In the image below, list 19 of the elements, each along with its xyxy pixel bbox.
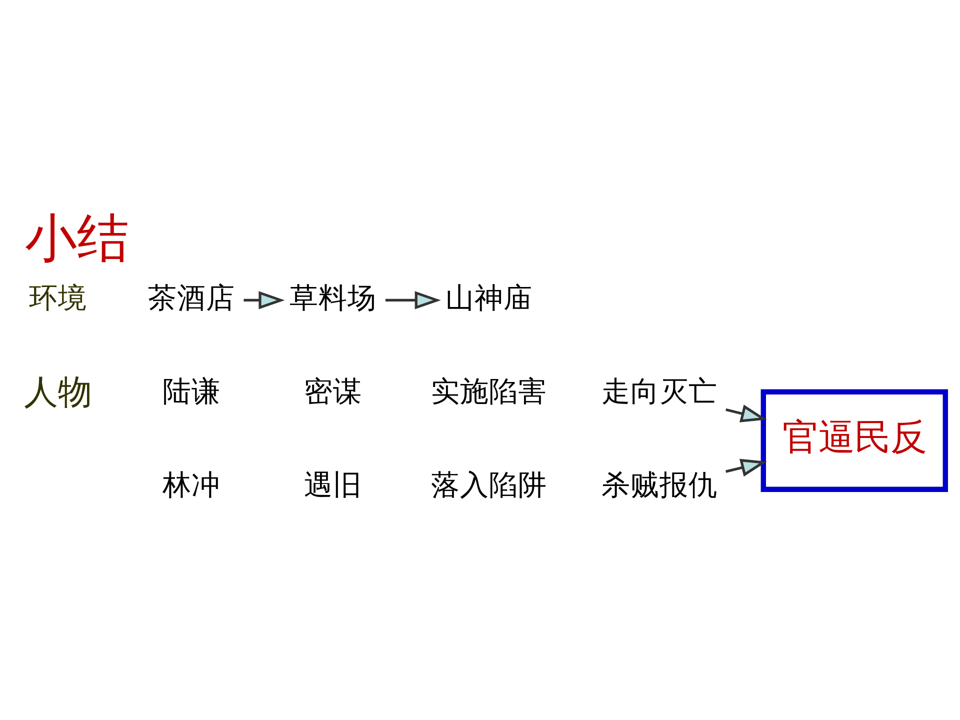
- label: 人物: [24, 372, 92, 412]
- arrow: [244, 291, 285, 310]
- label: 林冲: [162, 468, 220, 502]
- node-text: 山神庙: [446, 280, 533, 314]
- arrow: [385, 291, 441, 310]
- diagram-title: 小结: [25, 209, 129, 269]
- label: 实施陷害: [431, 374, 548, 408]
- label: 密谋: [304, 374, 362, 408]
- arrow: [726, 458, 767, 477]
- node-text: 杀贼报仇: [601, 468, 718, 502]
- node-text: 茶酒店: [148, 280, 235, 314]
- label: 环境: [29, 280, 88, 314]
- arrow: [726, 404, 767, 422]
- node-box: 官逼民反: [760, 389, 948, 492]
- node-text: 走向灭亡: [601, 374, 718, 408]
- node-text: 草料场: [290, 280, 377, 314]
- label: 遇旧: [304, 468, 362, 502]
- label: 落入陷阱: [431, 468, 548, 502]
- label: 陆谦: [162, 374, 220, 408]
